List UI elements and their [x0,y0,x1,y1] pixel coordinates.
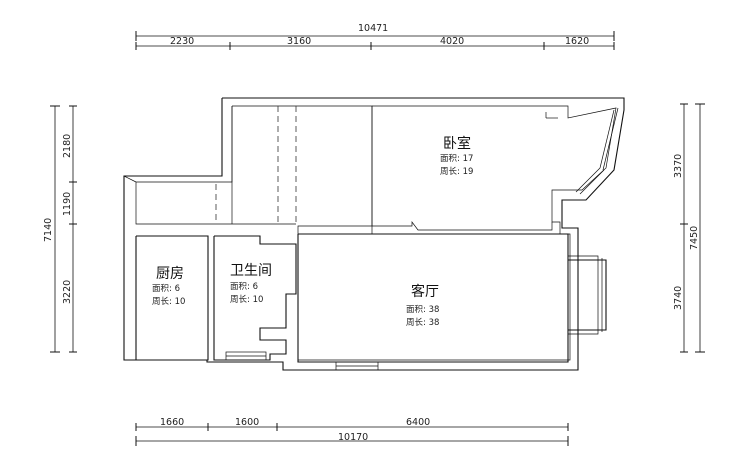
room-name-bathroom: 卫生间 [230,263,272,279]
bottom-segment-3: 6400 [406,417,430,428]
room-kitchen: 厨房 面积: 6 周长: 10 [152,266,185,307]
room-bathroom: 卫生间 面积: 6 周长: 10 [230,263,272,305]
bottom-dimensions: 1660 1600 6400 10170 [135,417,569,446]
top-segment-2: 3160 [287,36,311,47]
room-name-bedroom: 卧室 [443,135,471,152]
left-segment-3: 3220 [62,280,73,304]
room-living: 客厅 面积: 38 周长: 38 [406,283,439,328]
room-perimeter-bedroom: 周长: 19 [440,166,473,177]
bottom-segment-2: 1600 [235,417,259,428]
kitchen-wall [135,235,209,361]
room-bedroom: 卧室 面积: 17 周长: 19 [440,135,473,177]
top-dimensions: 10471 2230 3160 4020 1620 [135,23,615,50]
right-dimensions: 3370 3740 7450 [673,103,705,353]
walls [123,97,625,371]
top-total-dimension: 10471 [358,23,388,34]
left-segment-2: 1190 [62,192,73,216]
room-name-kitchen: 厨房 [156,266,184,282]
left-dimensions: 7140 2180 1190 3220 [43,105,77,353]
bottom-total-dimension: 10170 [338,432,368,443]
bathroom-wall [213,235,297,361]
room-area-living: 面积: 38 [406,304,439,315]
room-perimeter-living: 周长: 38 [406,317,439,328]
top-segment-4: 1620 [565,36,589,47]
room-area-kitchen: 面积: 6 [152,283,180,294]
living-room-wall [297,233,569,363]
left-total-dimension: 7140 [43,218,54,242]
room-perimeter-bathroom: 周长: 10 [230,294,263,305]
right-segment-2: 3740 [673,286,684,310]
top-segment-1: 2230 [170,36,194,47]
right-total-dimension: 7450 [689,226,700,250]
room-name-living: 客厅 [411,283,439,300]
room-area-bedroom: 面积: 17 [440,153,473,164]
bay-window [568,259,607,331]
top-segment-3: 4020 [440,36,464,47]
room-perimeter-kitchen: 周长: 10 [152,296,185,307]
right-segment-1: 3370 [673,154,684,178]
left-segment-1: 2180 [62,134,73,158]
room-area-bathroom: 面积: 6 [230,281,258,292]
outer-wall [123,97,625,371]
bottom-segment-1: 1660 [160,417,184,428]
